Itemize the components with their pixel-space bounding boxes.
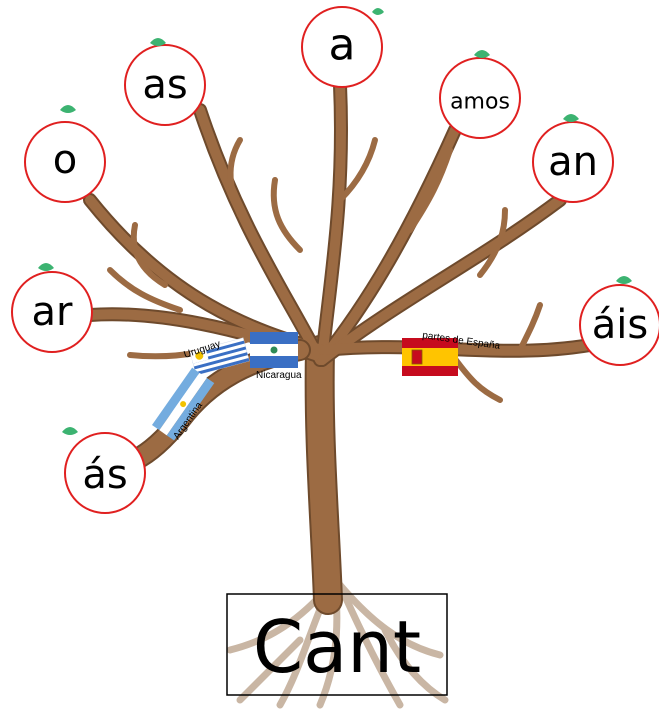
apple-label-ar: ar xyxy=(32,289,74,335)
flag-espana xyxy=(402,338,458,376)
apple-amos: amos xyxy=(439,50,521,139)
apple-label-an: an xyxy=(548,139,598,185)
apple-label-amos: amos xyxy=(450,90,510,115)
apple-a: a xyxy=(301,6,384,88)
apple-label-a: a xyxy=(329,20,356,71)
apple-ar: ar xyxy=(11,263,93,353)
flag-uruguay xyxy=(189,337,250,376)
apple-ais: áis xyxy=(579,276,659,366)
apple-as: as xyxy=(124,38,206,126)
apple-label-as: as xyxy=(142,62,187,108)
apple-label-as-accent: ás xyxy=(82,452,127,498)
apple-an: an xyxy=(532,114,614,203)
root-label: Cant xyxy=(253,605,421,689)
apple-as-accent: ás xyxy=(62,427,146,514)
apple-o: o xyxy=(24,105,106,203)
flag-label-nicaragua: Nicaragua xyxy=(256,370,302,381)
apple-label-ais: áis xyxy=(592,302,648,348)
apple-label-o: o xyxy=(53,137,77,183)
flag-nicaragua xyxy=(250,332,298,368)
root-box: Cant xyxy=(226,593,448,696)
flag-argentina xyxy=(152,367,215,441)
tree-branches xyxy=(83,78,597,615)
